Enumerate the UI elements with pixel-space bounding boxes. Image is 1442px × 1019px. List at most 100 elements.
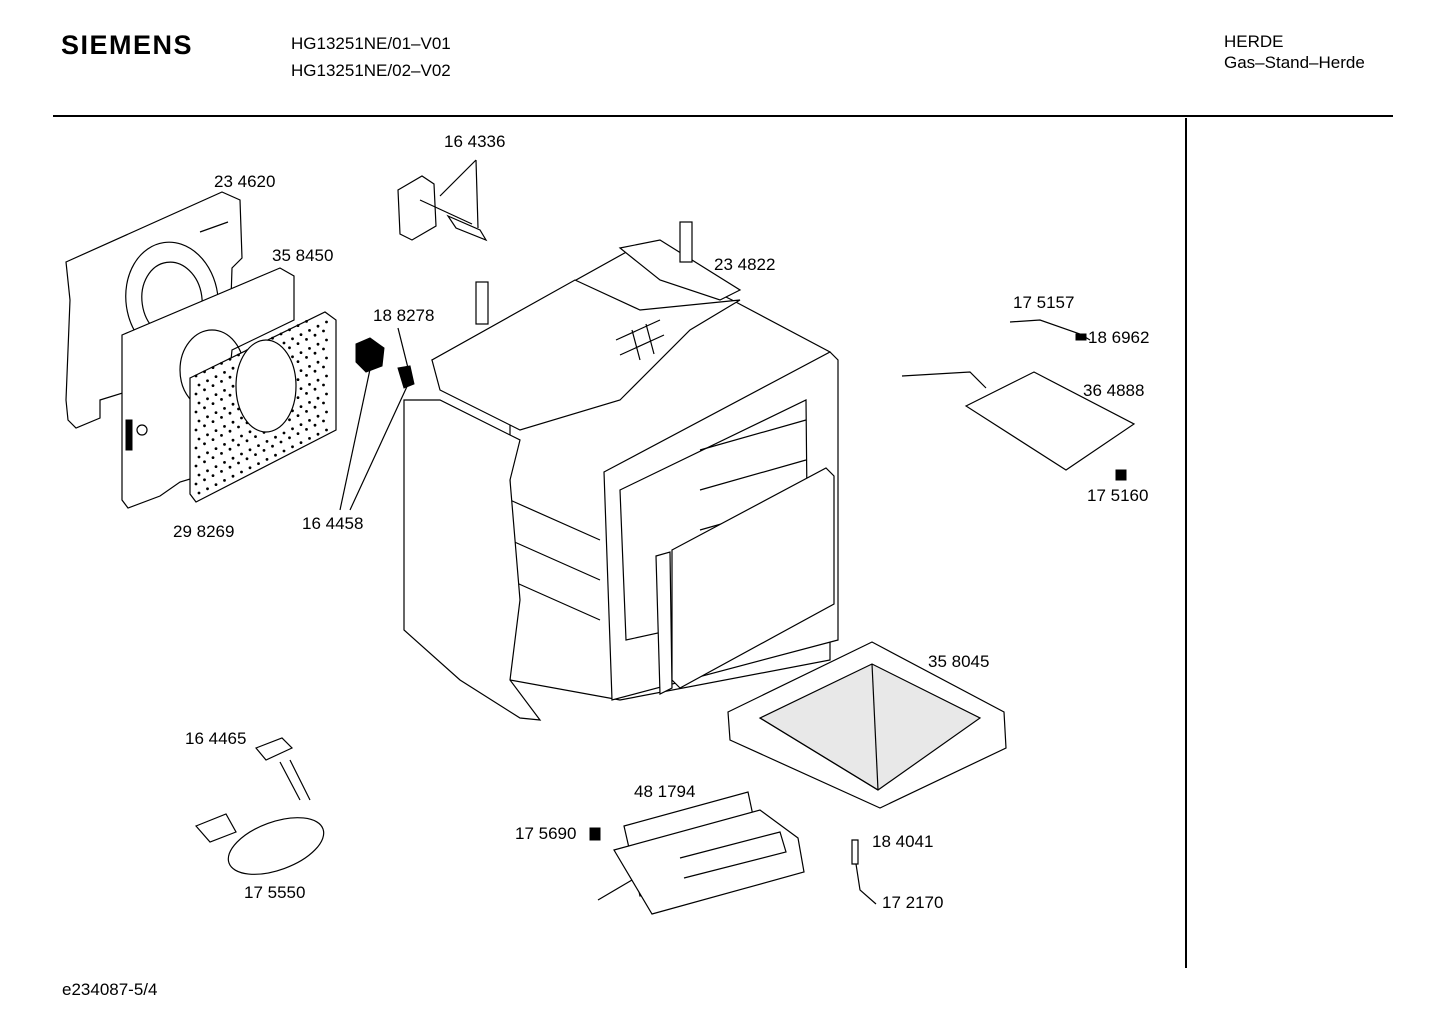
perforation-dot (296, 324, 300, 327)
perforation-dot (316, 342, 320, 346)
perforation-dot (240, 452, 243, 456)
perforation-dot (223, 461, 226, 464)
perforation-dot (308, 437, 311, 440)
perforation-dot (291, 445, 294, 449)
perforation-dot (322, 383, 325, 387)
perforation-dot (220, 434, 223, 437)
perforation-dot (291, 337, 294, 341)
perforation-dot (211, 402, 215, 405)
perforation-dot (316, 378, 320, 382)
part-label: 18 8278 (373, 306, 435, 325)
perforation-dot (237, 425, 240, 429)
clip-drawing (1115, 469, 1127, 481)
perforation-dot (305, 356, 308, 359)
perforation-dot (274, 435, 277, 439)
perforation-dot (325, 392, 328, 396)
perforation-dot (214, 483, 218, 486)
perforation-dot (214, 447, 218, 450)
perforation-dot (237, 443, 240, 447)
perforation-dot (194, 464, 198, 468)
oven-lamp-drawing (339, 327, 415, 511)
perforation-dot (203, 370, 206, 374)
perforation-dot (211, 384, 215, 387)
part-label: 17 5160 (1087, 486, 1149, 505)
inner-door-drawing (655, 467, 835, 695)
perforation-dot (231, 474, 235, 478)
perforation-dot (325, 410, 328, 414)
perforation-dot (305, 410, 308, 413)
perforation-dot (228, 429, 232, 433)
perforation-dot (305, 392, 308, 395)
perforation-dot (223, 443, 226, 446)
perforation-dot (325, 320, 328, 324)
perforation-dot (214, 393, 218, 396)
part-label: 17 5157 (1013, 293, 1075, 312)
perforation-dot (257, 444, 260, 447)
perforation-dot (296, 360, 300, 363)
perforation-dot (291, 355, 294, 359)
perforation-dot (282, 431, 286, 435)
part-label: 35 8045 (928, 652, 990, 671)
perforation-dot (203, 478, 206, 482)
perforation-dot (313, 333, 317, 337)
perforation-dot (313, 369, 317, 373)
perforation-dot (288, 418, 291, 422)
perforation-dot (240, 470, 243, 474)
perforation-dot (223, 479, 226, 482)
perforation-dot (308, 329, 311, 332)
hinge-drawing (397, 159, 488, 242)
perforation-dot (231, 384, 235, 388)
perforation-dot (299, 351, 303, 354)
model-number-2: HG13251NE/02–V02 (291, 61, 451, 80)
terminal-block-drawing (255, 737, 294, 761)
perforation-dot (214, 375, 218, 378)
perforation-dot (322, 329, 325, 333)
perforation-dot (220, 380, 223, 383)
perforation-dot (245, 439, 249, 443)
perforation-dot (296, 414, 300, 417)
perforation-dot (288, 346, 291, 350)
drawing-id: e234087-5/4 (62, 980, 158, 999)
perforation-dot (308, 401, 311, 404)
perforation-dot (211, 474, 215, 477)
perforation-dot (206, 379, 209, 383)
perforation-dot (206, 433, 209, 437)
header-divider (53, 115, 1393, 117)
perforation-dot (313, 387, 317, 391)
perforation-dot (316, 414, 320, 418)
power-cable-drawing (194, 759, 325, 875)
part-label: 48 1794 (634, 782, 696, 801)
perforation-dot (228, 447, 232, 451)
perforation-dot (325, 428, 328, 432)
perforation-dot (220, 362, 223, 365)
perforation-dot (223, 371, 226, 374)
perforation-dot (194, 374, 198, 378)
perforation-dot (296, 342, 300, 345)
perforation-dot (299, 387, 303, 390)
perforation-dot (325, 338, 328, 342)
part-label: 16 4465 (185, 729, 247, 748)
perforated-panel-drawing (189, 311, 337, 503)
perforation-dot (228, 411, 232, 415)
perforation-dot (305, 428, 308, 431)
perforation-dot (228, 357, 232, 361)
perforation-dot (228, 393, 232, 397)
brand-logo: SIEMENS (61, 30, 194, 60)
model-number-1: HG13251NE/01–V01 (291, 34, 451, 53)
perforation-dot (325, 356, 328, 360)
perforation-dot (296, 396, 300, 399)
perforation-dot (197, 383, 201, 387)
perforation-dot (206, 397, 209, 401)
perforation-dot (316, 396, 320, 400)
perforation-dot (299, 423, 303, 426)
perforation-dot (203, 424, 206, 428)
perforation-dot (308, 365, 311, 368)
perforation-dot (248, 430, 252, 434)
perforation-dot (279, 332, 283, 336)
perforation-dot (325, 374, 328, 378)
perforation-dot (231, 420, 235, 424)
perforation-dot (322, 365, 325, 369)
perforation-dot (257, 462, 260, 465)
part-label: 18 6962 (1088, 328, 1150, 347)
perforation-dot (271, 336, 274, 340)
